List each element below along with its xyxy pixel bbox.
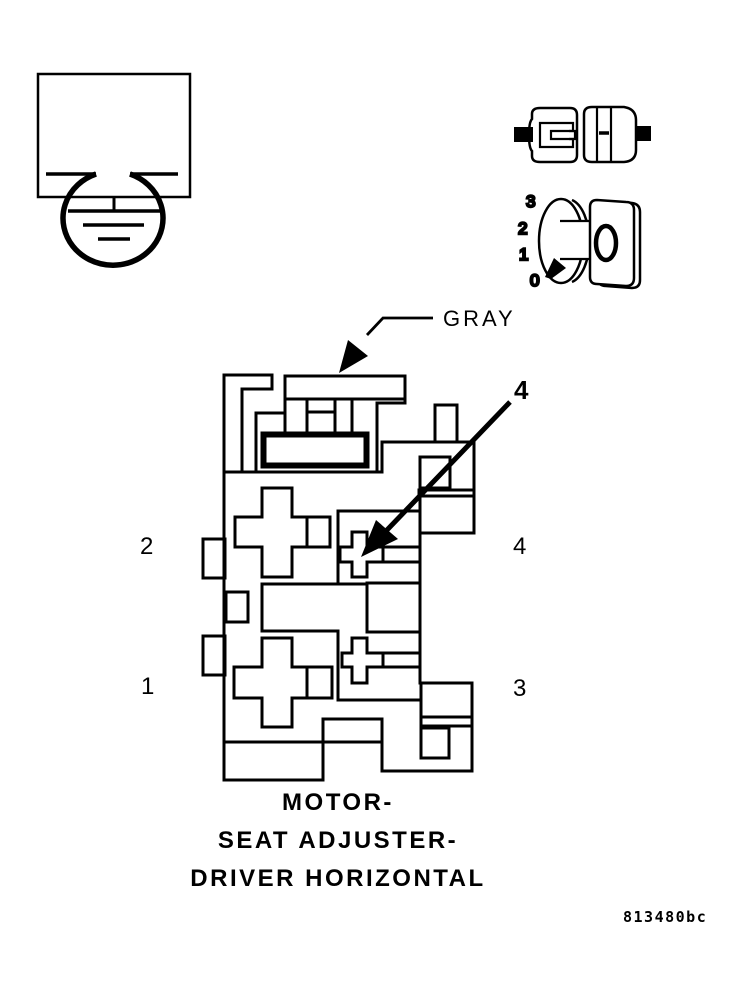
dial-pos-0: 0 (530, 271, 539, 290)
disconnected-connector-icon (514, 105, 651, 164)
gray-leader-line (365, 316, 433, 336)
gray-callout: GRAY (339, 306, 516, 373)
caption-line-2: SEAT ADJUSTER- (218, 827, 458, 854)
omega-icon (60, 171, 166, 268)
terminal-1-label: 1 (141, 673, 154, 700)
terminal-3-label: 3 (513, 675, 526, 702)
terminal-2-label: 2 (140, 533, 153, 560)
terminal-1-cavity (232, 636, 309, 729)
caption-line-3: DRIVER HORIZONTAL (190, 865, 485, 892)
terminal-3-cavity (340, 636, 385, 685)
connector-face-drawing (201, 373, 476, 782)
receptacle-half-outline (582, 105, 638, 164)
gray-arrow-icon (339, 340, 368, 373)
terminal-4-callout-label: 4 (514, 375, 529, 405)
figure-code: 813480bc (623, 908, 707, 926)
terminal-numbers: 2 1 4 3 (140, 533, 526, 702)
wire-stub-right (635, 126, 651, 141)
dial-plate (588, 198, 636, 288)
caption-line-1: MOTOR- (282, 789, 394, 816)
dial-zero-mark (593, 223, 619, 263)
dial-pos-2: 2 (518, 219, 527, 238)
connector-index-tab (283, 374, 407, 401)
figure-caption: MOTOR- SEAT ADJUSTER- DRIVER HORIZONTAL (190, 789, 485, 892)
terminal-4-label: 4 (513, 533, 526, 560)
ohmmeter-ground-symbol (36, 72, 192, 268)
terminal-2-cavity (233, 486, 309, 579)
terminal-4-cavity (338, 530, 385, 579)
switch-position-dial: 3 2 1 0 (517, 191, 642, 291)
dial-pointer-icon (545, 258, 566, 279)
dial-pos-3: 3 (526, 192, 535, 211)
plug-half-outline (527, 106, 579, 164)
connector-color-label: GRAY (443, 306, 516, 331)
dial-pos-1: 1 (519, 245, 528, 264)
ground-icon (68, 209, 160, 241)
